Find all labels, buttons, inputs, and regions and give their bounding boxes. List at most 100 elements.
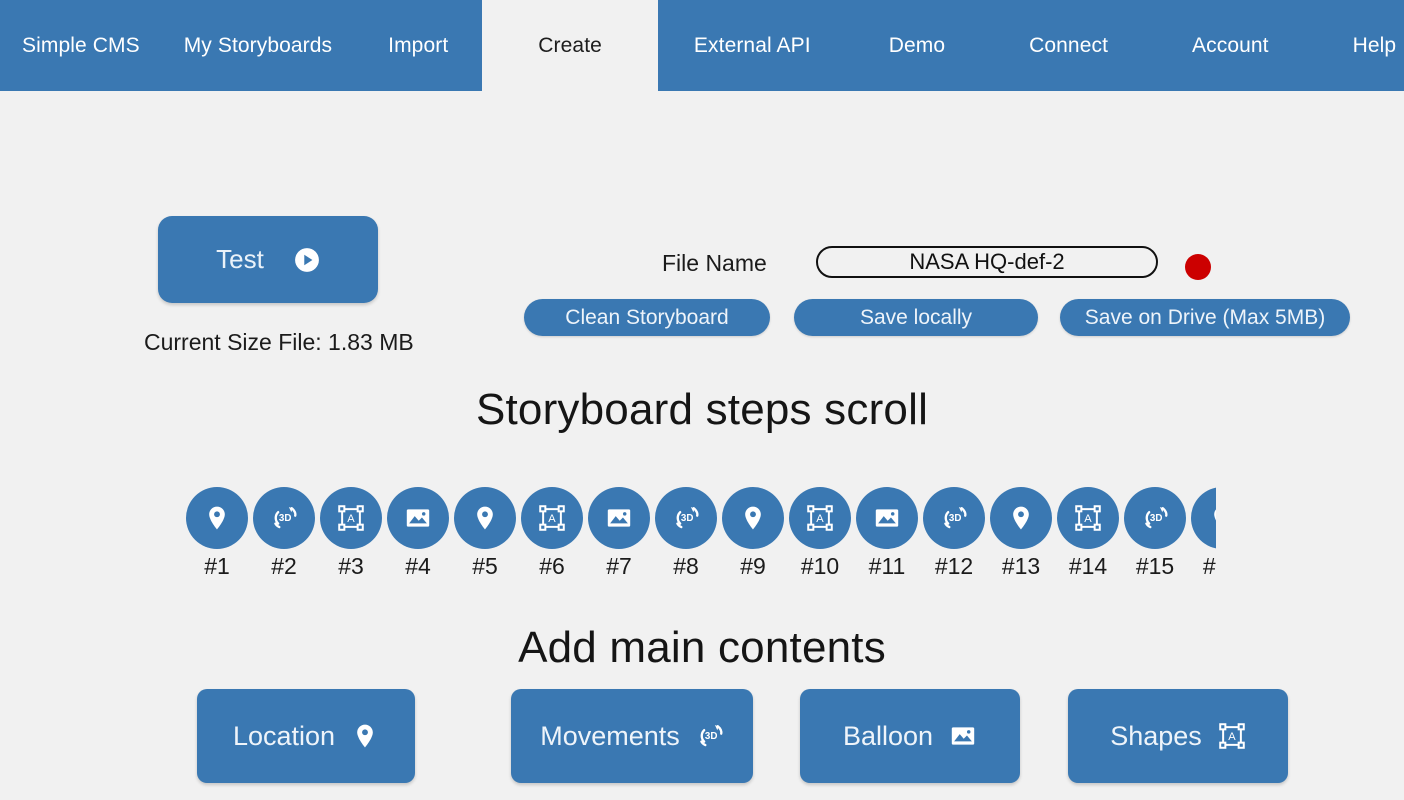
storyboard-step[interactable]: 3D #15 [1124,487,1186,578]
storyboard-step-number: #4 [405,553,431,579]
balloon-image-icon [856,487,918,549]
storyboard-step-number: #3 [338,553,364,579]
svg-text:3D: 3D [279,513,292,524]
nav-demo[interactable]: Demo [847,0,987,91]
current-size-file-label: Current Size File: 1.83 MB [144,329,414,355]
add-balloon-button[interactable]: Balloon [800,689,1020,783]
nav-account[interactable]: Account [1150,0,1311,91]
location-pin-icon [351,722,379,750]
save-on-drive-button[interactable]: Save on Drive (Max 5MB) [1060,299,1350,336]
storyboard-step[interactable]: #7 [588,487,650,578]
save-locally-button[interactable]: Save locally [794,299,1038,336]
storyboard-steps-scroll[interactable]: #1 3D#2 A #3 #4 #5 A#6 #7 3D #8 #9 A #10 #11 3D #12 #13 A… [186,487,1216,587]
shapes-icon: A [1218,722,1246,750]
storyboard-step-number: #9 [740,553,766,579]
file-name-input[interactable] [816,246,1158,278]
add-movements-button[interactable]: Movements 3D [511,689,753,783]
movement-3d-icon: 3D [1124,487,1186,549]
location-pin-icon [1191,487,1216,549]
nav-help[interactable]: Help [1311,0,1404,91]
storyboard-step-number: #10 [800,553,840,579]
storyboard-step-number: #5 [472,553,498,579]
nav-simple-cms[interactable]: Simple CMS [0,0,162,91]
nav-account-label: Account [1192,33,1269,57]
movement-3d-icon: 3D [655,487,717,549]
storyboard-step[interactable]: A #3 [320,487,382,578]
storyboard-steps-title: Storyboard steps scroll [475,385,929,434]
test-button-label: Test [216,244,264,274]
balloon-image-icon [387,487,449,549]
shapes-icon: A [1057,487,1119,549]
storyboard-step-number: #11 [868,553,906,579]
nav-external-api-label: External API [693,33,811,57]
clean-storyboard-button[interactable]: Clean Storyboard [524,299,770,336]
nav-connect[interactable]: Connect [987,0,1150,91]
location-pin-icon [186,487,248,549]
svg-text:3D: 3D [705,731,718,742]
save-locally-label: Save locally [859,305,973,329]
storyboard-step[interactable]: #1 [186,487,248,578]
add-movements-label: Movements [540,720,680,751]
storyboard-step-number: #8 [673,553,699,579]
storyboard-step[interactable]: A #10 [789,487,851,578]
storyboard-step-number: #12 [934,553,974,579]
svg-text:A: A [548,513,556,525]
storyboard-step-number: #15 [1135,553,1175,579]
nav-external-api[interactable]: External API [658,0,847,91]
nav-create-label: Create [538,33,602,57]
test-button[interactable]: Test [158,216,378,303]
nav-connect-label: Connect [1029,33,1109,57]
storyboard-step[interactable]: 3D#2 [253,487,315,578]
storyboard-step-number: #1 [204,553,230,579]
storyboard-step[interactable]: A#6 [521,487,583,578]
movement-3d-icon: 3D [696,722,724,750]
storyboard-step[interactable]: 3D #8 [655,487,717,578]
play-icon [294,247,319,272]
storyboard-step[interactable]: #16 [1191,487,1216,578]
add-location-button[interactable]: Location [197,689,415,783]
storyboard-step-number: #16 [1202,553,1216,579]
location-pin-icon [454,487,516,549]
nav-my-storyboards-label: My Storyboards [183,33,333,57]
clean-storyboard-label: Clean Storyboard [565,305,729,329]
storyboard-step[interactable]: #11 [856,487,918,578]
storyboard-step-number: #7 [606,553,632,579]
main-navbar: Simple CMS My Storyboards Import Create … [0,0,1404,91]
balloon-image-icon [949,722,977,750]
svg-text:A: A [1228,731,1236,743]
svg-text:A: A [816,513,824,525]
nav-my-storyboards[interactable]: My Storyboards [162,0,354,91]
svg-text:3D: 3D [949,513,962,524]
storyboard-step[interactable]: #4 [387,487,449,578]
storyboard-step[interactable]: #13 [990,487,1052,578]
storyboard-step[interactable]: #5 [454,487,516,578]
add-shapes-button[interactable]: Shapes A [1068,689,1288,783]
storyboard-step-number: #13 [1001,553,1041,579]
nav-import[interactable]: Import [354,0,482,91]
status-indicator-dot [1185,254,1211,280]
storyboard-step-number: #14 [1068,553,1108,579]
movement-3d-icon: 3D [253,487,315,549]
add-location-label: Location [232,720,336,751]
add-shapes-label: Shapes [1110,720,1202,751]
nav-import-label: Import [388,33,449,57]
svg-text:A: A [347,513,355,525]
save-on-drive-label: Save on Drive (Max 5MB) [1084,305,1326,329]
shapes-icon: A [521,487,583,549]
svg-text:3D: 3D [681,513,694,524]
storyboard-step[interactable]: 3D #12 [923,487,985,578]
shapes-icon: A [320,487,382,549]
nav-demo-label: Demo [888,33,946,57]
add-balloon-label: Balloon [842,720,934,751]
movement-3d-icon: 3D [923,487,985,549]
create-page: Test Current Size File: 1.83 MB File Nam… [0,91,1404,800]
svg-text:3D: 3D [1150,513,1163,524]
file-name-label: File Name [662,250,767,276]
storyboard-step[interactable]: A #14 [1057,487,1119,578]
nav-help-label: Help [1352,33,1397,57]
svg-text:A: A [1084,513,1092,525]
storyboard-step[interactable]: #9 [722,487,784,578]
nav-create[interactable]: Create [482,0,658,91]
nav-simple-cms-label: Simple CMS [22,33,140,57]
balloon-image-icon [588,487,650,549]
